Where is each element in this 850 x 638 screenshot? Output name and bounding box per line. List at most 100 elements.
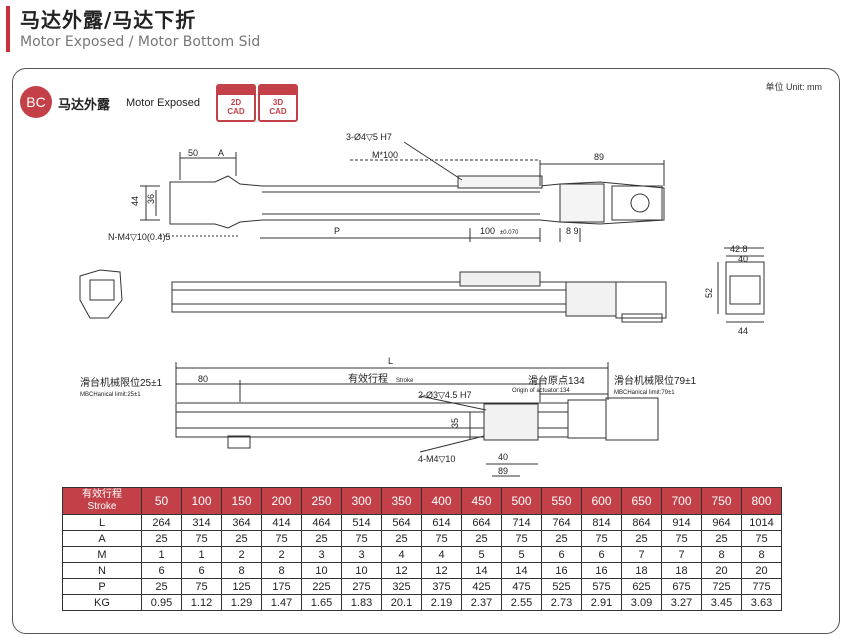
dim-80: 80 — [198, 374, 208, 384]
table-cell: 25 — [541, 530, 582, 547]
side-view — [79, 247, 765, 323]
dim-42-8: 42.8 — [730, 244, 748, 254]
table-cell: 1.12 — [181, 594, 222, 611]
stroke-col: 650 — [621, 487, 662, 515]
table-cell: 20.1 — [381, 594, 422, 611]
table-cell: 575 — [581, 578, 622, 595]
table-cell: 3.63 — [741, 594, 782, 611]
table-cell: 25 — [221, 530, 262, 547]
table-cell: 725 — [701, 578, 742, 595]
dim-a: A — [218, 148, 224, 158]
table-cell: 75 — [741, 530, 782, 547]
table-cell: 75 — [181, 578, 222, 595]
table-cell: 12 — [421, 562, 462, 579]
dim-tap-bottom: 4-M4▽10 — [418, 454, 455, 464]
table-cell: 2 — [221, 546, 262, 563]
table-cell: 1.47 — [261, 594, 302, 611]
table-cell: 75 — [261, 530, 302, 547]
table-cell: 264 — [141, 514, 182, 531]
table-cell: 8 — [741, 546, 782, 563]
floppy-icon — [218, 86, 254, 95]
dim-44: 44 — [130, 196, 140, 206]
table-cell: 16 — [541, 562, 582, 579]
unit-label: 单位 Unit: mm — [765, 82, 822, 92]
table-cell: 8 — [221, 562, 262, 579]
table-cell: 6 — [141, 562, 182, 579]
stroke-col: 100 — [181, 487, 222, 515]
table-cell: 2.73 — [541, 594, 582, 611]
cad-2d-sublabel: CAD — [227, 107, 245, 116]
page-title: 马达外露/马达下折 — [20, 8, 197, 32]
table-cell: 7 — [621, 546, 662, 563]
dim-hole-top: 3-Ø4▽5 H7 — [346, 132, 392, 142]
table-cell: 814 — [581, 514, 622, 531]
table-cell: 75 — [181, 530, 222, 547]
table-cell: 564 — [381, 514, 422, 531]
table-cell: 2 — [261, 546, 302, 563]
table-cell: 25 — [461, 530, 502, 547]
dim-8: 8 9 — [566, 226, 579, 236]
dim-89-top: 89 — [594, 152, 604, 162]
dim-100: 100 — [480, 226, 495, 236]
section-label-cn: 马达外露 — [58, 98, 111, 113]
dim-40-side: 40 — [738, 254, 748, 264]
table-cell: 314 — [181, 514, 222, 531]
table-cell: 20 — [741, 562, 782, 579]
table-cell: 1.65 — [301, 594, 342, 611]
table-cell: 5 — [461, 546, 502, 563]
table-cell: 10 — [301, 562, 342, 579]
page-subtitle: Motor Exposed / Motor Bottom Sid — [20, 34, 261, 50]
table-cell: 775 — [741, 578, 782, 595]
table-cell: 12 — [381, 562, 422, 579]
title-accent-bar — [6, 6, 10, 52]
row-label: L — [62, 514, 142, 531]
dim-m-pitch: M*100 — [372, 150, 398, 160]
table-cell: 75 — [421, 530, 462, 547]
table-cell: 3 — [301, 546, 342, 563]
table-cell: 8 — [261, 562, 302, 579]
table-cell: 225 — [301, 578, 342, 595]
top-view — [140, 141, 665, 242]
table-cell: 5 — [501, 546, 542, 563]
table-cell: 75 — [581, 530, 622, 547]
table-cell: 4 — [381, 546, 422, 563]
table-cell: 25 — [381, 530, 422, 547]
table-cell: 14 — [461, 562, 502, 579]
stroke-col: 550 — [541, 487, 582, 515]
dim-n-holes: N-M4▽10(0.4)5 — [108, 232, 170, 242]
table-cell: 714 — [501, 514, 542, 531]
table-cell: 464 — [301, 514, 342, 531]
table-cell: 75 — [341, 530, 382, 547]
stroke-col: 450 — [461, 487, 502, 515]
stroke-header-en: Stroke — [87, 501, 117, 512]
table-cell: 25 — [701, 530, 742, 547]
table-cell: 18 — [661, 562, 702, 579]
dim-l: L — [388, 356, 393, 366]
table-cell: 1014 — [741, 514, 782, 531]
dim-50: 50 — [188, 148, 198, 158]
stroke-col: 200 — [261, 487, 302, 515]
stroke-header-cn: 有效行程 — [82, 489, 122, 500]
dim-hole-mid: 2-Ø3▽4.5 H7 — [418, 390, 471, 400]
row-label: N — [62, 562, 142, 579]
table-cell: 14 — [501, 562, 542, 579]
table-cell: 475 — [501, 578, 542, 595]
table-cell: 2.55 — [501, 594, 542, 611]
cad-3d-label: 3D — [272, 98, 284, 107]
stroke-col: 700 — [661, 487, 702, 515]
section-label-en: Motor Exposed — [126, 97, 200, 109]
table-cell: 6 — [181, 562, 222, 579]
table-cell: 614 — [421, 514, 462, 531]
table-cell: 964 — [701, 514, 742, 531]
table-cell: 364 — [221, 514, 262, 531]
table-cell: 514 — [341, 514, 382, 531]
table-cell: 2.37 — [461, 594, 502, 611]
drawing-panel — [12, 68, 840, 634]
table-cell: 18 — [621, 562, 662, 579]
